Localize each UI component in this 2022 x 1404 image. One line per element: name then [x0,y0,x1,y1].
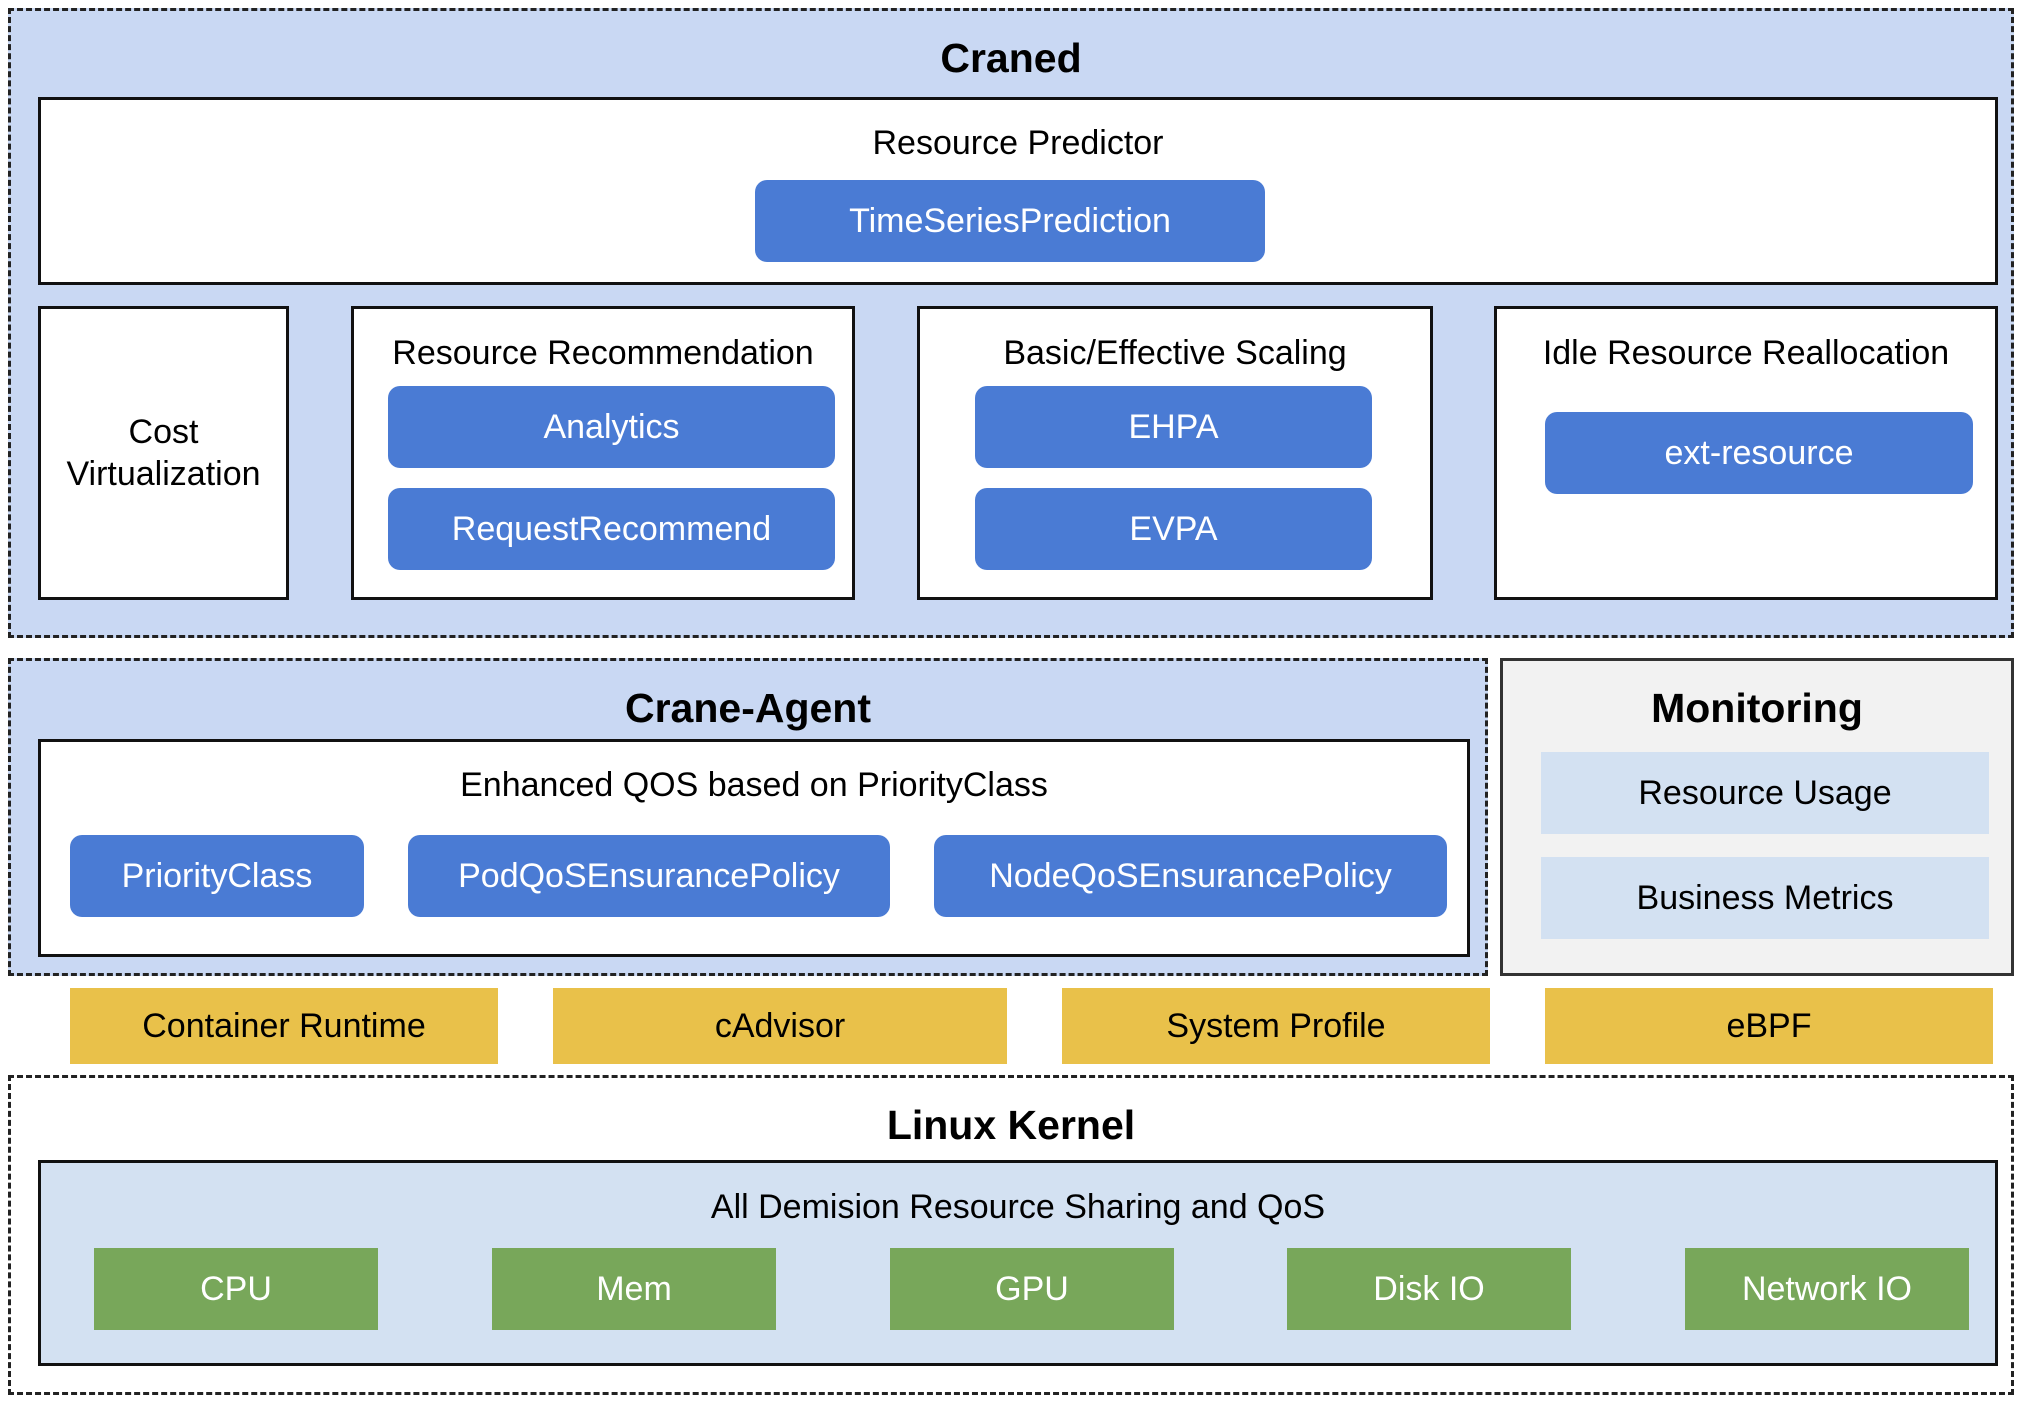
request-recommend-button[interactable]: RequestRecommend [388,488,835,570]
ehpa-button[interactable]: EHPA [975,386,1372,468]
resource-predictor-label: Resource Predictor [872,123,1164,162]
monitoring-title: Monitoring [1651,684,1863,731]
time-series-prediction-button[interactable]: TimeSeriesPrediction [755,180,1265,262]
resource-sharing-label: All Demision Resource Sharing and QoS [710,1187,1326,1226]
gpu-block[interactable]: GPU [890,1248,1174,1330]
enhanced-qos-label: Enhanced QOS based on PriorityClass [460,765,1048,804]
business-metrics-item[interactable]: Business Metrics [1541,857,1989,939]
ext-resource-button[interactable]: ext-resource [1545,412,1973,494]
cost-virtualization-box: Cost Virtualization [38,306,289,600]
cadvisor-block[interactable]: cAdvisor [553,988,1007,1064]
linux-kernel-title: Linux Kernel [886,1101,1136,1148]
craned-title: Craned [940,34,1082,81]
priority-class-button[interactable]: PriorityClass [70,835,364,917]
cost-virtualization-line2: Virtualization [66,455,261,493]
ebpf-block[interactable]: eBPF [1545,988,1993,1064]
pod-qos-ensurance-policy-button[interactable]: PodQoSEnsurancePolicy [408,835,890,917]
mem-block[interactable]: Mem [492,1248,776,1330]
resource-recommendation-label: Resource Recommendation [392,333,814,372]
crane-agent-title: Crane-Agent [624,684,872,731]
idle-reallocation-label: Idle Resource Reallocation [1542,333,1950,372]
evpa-button[interactable]: EVPA [975,488,1372,570]
cost-virtualization-line1: Cost [128,413,199,451]
network-io-block[interactable]: Network IO [1685,1248,1969,1330]
node-qos-ensurance-policy-button[interactable]: NodeQoSEnsurancePolicy [934,835,1447,917]
analytics-button[interactable]: Analytics [388,386,835,468]
cpu-block[interactable]: CPU [94,1248,378,1330]
resource-usage-item[interactable]: Resource Usage [1541,752,1989,834]
scaling-label: Basic/Effective Scaling [1003,333,1347,372]
disk-io-block[interactable]: Disk IO [1287,1248,1571,1330]
container-runtime-block[interactable]: Container Runtime [70,988,498,1064]
system-profile-block[interactable]: System Profile [1062,988,1490,1064]
